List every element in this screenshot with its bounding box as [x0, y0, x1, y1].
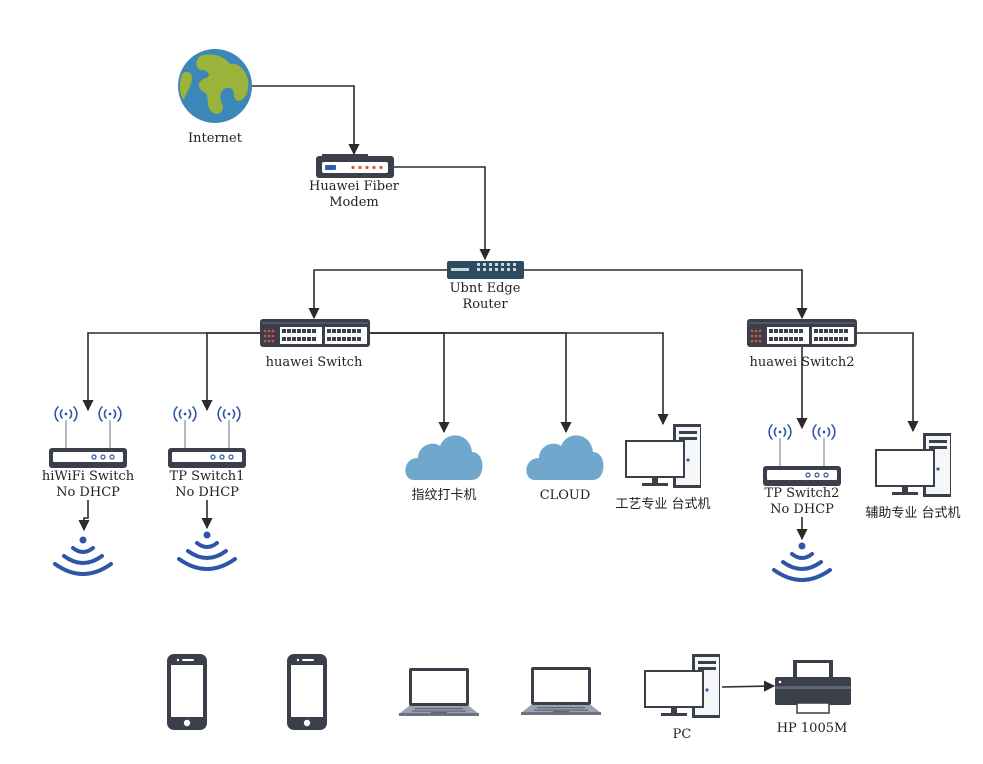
desktop-computer-icon [625, 424, 701, 488]
tp1-label-1: TP Switch1 [170, 469, 245, 484]
modem-node: Huawei Fiber Modem [309, 154, 400, 210]
laptop-icon [399, 668, 479, 716]
router-label-2: Router [462, 297, 508, 312]
edge-hiwifi-wifi [78, 500, 90, 532]
edge-modem-router [393, 166, 491, 261]
printer-label: HP 1005M [777, 721, 848, 736]
desktop-craft-label: 工艺专业 台式机 [615, 497, 710, 512]
wireless-router-icon [48, 406, 128, 469]
internet-label: Internet [188, 131, 243, 146]
modem-label-1: Huawei Fiber [309, 179, 400, 194]
switch1-node: huawei Switch [260, 319, 370, 370]
connections [78, 85, 919, 692]
router-label-1: Ubnt Edge [450, 281, 521, 296]
edge-switch1-desktop [369, 332, 669, 426]
laptop-icon [521, 667, 601, 715]
switch1-label: huawei Switch [266, 355, 363, 370]
edge-pc-printer [721, 680, 776, 692]
router-icon [447, 261, 524, 279]
desktop-aux-label: 辅助专业 台式机 [865, 506, 960, 521]
globe-icon [178, 49, 252, 123]
modem-label-2: Modem [329, 195, 378, 210]
fingerprint-label: 指纹打卡机 [411, 488, 476, 503]
hiwifi-node: hiWiFi Switch No DHCP [42, 406, 135, 500]
pc-label: PC [673, 727, 692, 742]
cloud-node: CLOUD [526, 435, 604, 503]
switch2-node: huawei Switch2 [747, 319, 857, 370]
tp1-node: TP Switch1 No DHCP [167, 406, 247, 500]
tp2-node: TP Switch2 No DHCP [762, 424, 842, 517]
desktop-aux-node: 辅助专业 台式机 [865, 433, 961, 521]
fingerprint-cloud-node: 指纹打卡机 [405, 435, 483, 503]
phone-icon [287, 654, 327, 730]
switch-icon [260, 319, 370, 347]
switch2-label: huawei Switch2 [750, 355, 855, 370]
internet-node: Internet [178, 49, 252, 146]
pc-node: PC [644, 654, 720, 742]
tp2-label-2: No DHCP [770, 502, 834, 517]
modem-icon [316, 154, 394, 178]
phone-icon [167, 654, 207, 730]
edge-switch2-desktop [857, 332, 919, 433]
tp2-label-1: TP Switch2 [765, 486, 840, 501]
router-node: Ubnt Edge Router [447, 261, 524, 312]
edge-internet-modem [252, 85, 360, 156]
edge-switch1-hiwifi [82, 332, 260, 412]
wireless-router-icon [762, 424, 842, 487]
edge-switch1-fingerprint [369, 332, 450, 434]
edge-switch1-tp1 [201, 332, 260, 412]
cloud-icon [405, 435, 483, 480]
printer-icon [775, 660, 851, 714]
cloud-label: CLOUD [540, 488, 591, 503]
cloud-icon [526, 435, 604, 480]
desktop-computer-icon [875, 433, 951, 497]
hiwifi-label-1: hiWiFi Switch [42, 469, 135, 484]
printer-node: HP 1005M [775, 660, 851, 736]
wireless-router-icon [167, 406, 247, 469]
edge-router-switch2 [523, 269, 808, 320]
wifi-signal-icon [53, 536, 113, 576]
edge-router-switch1 [308, 269, 448, 320]
wifi-signal-icon [772, 542, 832, 582]
desktop-craft-node: 工艺专业 台式机 [615, 424, 711, 512]
edge-switch1-cloud [369, 332, 572, 434]
wifi-signal-icon [177, 531, 237, 571]
desktop-computer-icon [644, 654, 720, 718]
hiwifi-label-2: No DHCP [56, 485, 120, 500]
tp1-label-2: No DHCP [175, 485, 239, 500]
switch-icon [747, 319, 857, 347]
